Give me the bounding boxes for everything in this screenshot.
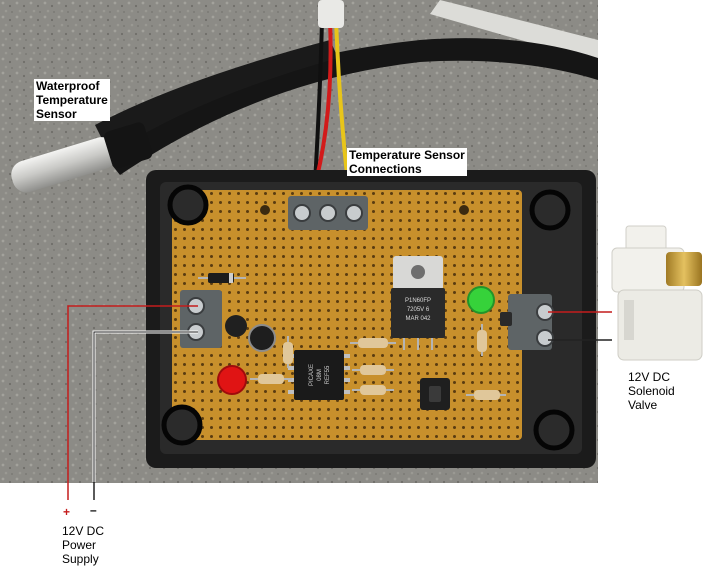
power-leader-black-core [93, 331, 198, 482]
resistor [283, 336, 293, 368]
resistor [352, 385, 394, 395]
corner-post [529, 189, 571, 231]
resistor [250, 374, 292, 384]
sensor-terminal-block [288, 196, 368, 230]
sensor-cable [95, 40, 338, 155]
green-led [467, 286, 495, 314]
capacitor-small [225, 315, 247, 337]
gray-cable-top [430, 0, 598, 62]
temperature-probe [11, 122, 153, 193]
ic-marking: REF55 [325, 365, 331, 384]
valve-terminal-block [508, 294, 554, 350]
transistor [500, 312, 512, 326]
resistor [352, 365, 394, 375]
corner-post [533, 409, 575, 451]
minus-sign: – [90, 503, 97, 517]
regulator-marking: P1N60FP [405, 298, 431, 304]
cable-sleeve [318, 0, 344, 28]
voltage-regulator [391, 256, 445, 350]
push-button [420, 378, 450, 410]
power-terminal-block [180, 290, 222, 348]
resistor [466, 390, 506, 400]
red-led [217, 365, 247, 395]
connections-label: Temperature Sensor Connections [347, 148, 467, 176]
capacitor-electrolytic [248, 324, 276, 352]
ic-marking: 08M [317, 369, 323, 381]
plus-sign: + [63, 505, 71, 519]
diode [198, 273, 246, 283]
sensor-label: Waterproof Temperature Sensor [34, 79, 110, 121]
power-label: 12V DC Power Supply [62, 524, 105, 566]
black-cable-top [100, 38, 598, 175]
power-leader-red [67, 305, 198, 482]
resistor [477, 324, 487, 356]
corner-post [167, 184, 209, 226]
solenoid-valve [611, 225, 703, 361]
mount-hole [260, 205, 270, 215]
corner-post [161, 404, 203, 446]
resistor [350, 338, 396, 348]
regulator-marking: 7205V 6 [407, 307, 430, 313]
ic-marking: PICAXE [309, 364, 315, 386]
mount-hole [459, 205, 469, 215]
valve-label: 12V DC Solenoid Valve [628, 370, 675, 412]
regulator-marking: MAR 042 [405, 316, 431, 322]
